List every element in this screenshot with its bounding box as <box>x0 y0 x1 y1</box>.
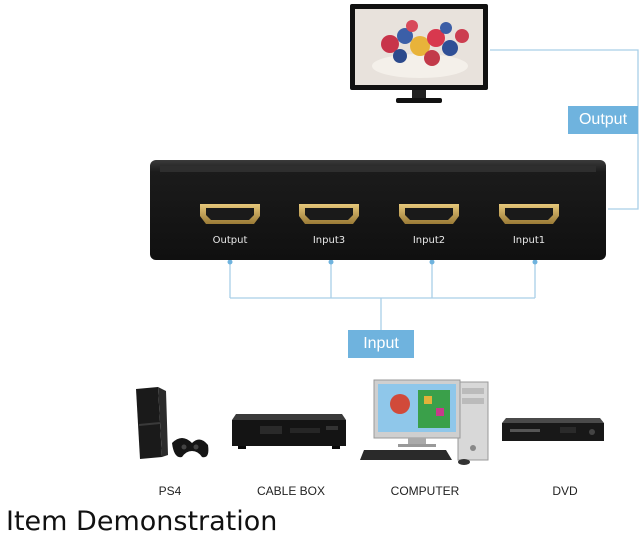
port-label-input2: Input2 <box>412 235 446 246</box>
monitor-image <box>350 4 490 106</box>
ps4-image <box>132 385 212 465</box>
cable-box-image <box>230 412 348 452</box>
device-label-ps4: PS4 <box>158 484 182 498</box>
port-label-input1: Input1 <box>512 235 546 246</box>
port-label-input3: Input3 <box>312 235 346 246</box>
hdmi-switch <box>150 160 606 262</box>
computer-image <box>360 378 492 466</box>
device-label-computer: COMPUTER <box>390 484 460 498</box>
device-label-dvd: DVD <box>552 484 578 498</box>
output-badge: Output <box>568 106 638 134</box>
port-label-output: Output <box>212 235 248 246</box>
dvd-player-image <box>500 416 606 446</box>
device-label-cable-box: CABLE BOX <box>256 484 326 498</box>
input-badge: Input <box>348 330 414 358</box>
caption-title: Item Demonstration <box>6 506 278 537</box>
